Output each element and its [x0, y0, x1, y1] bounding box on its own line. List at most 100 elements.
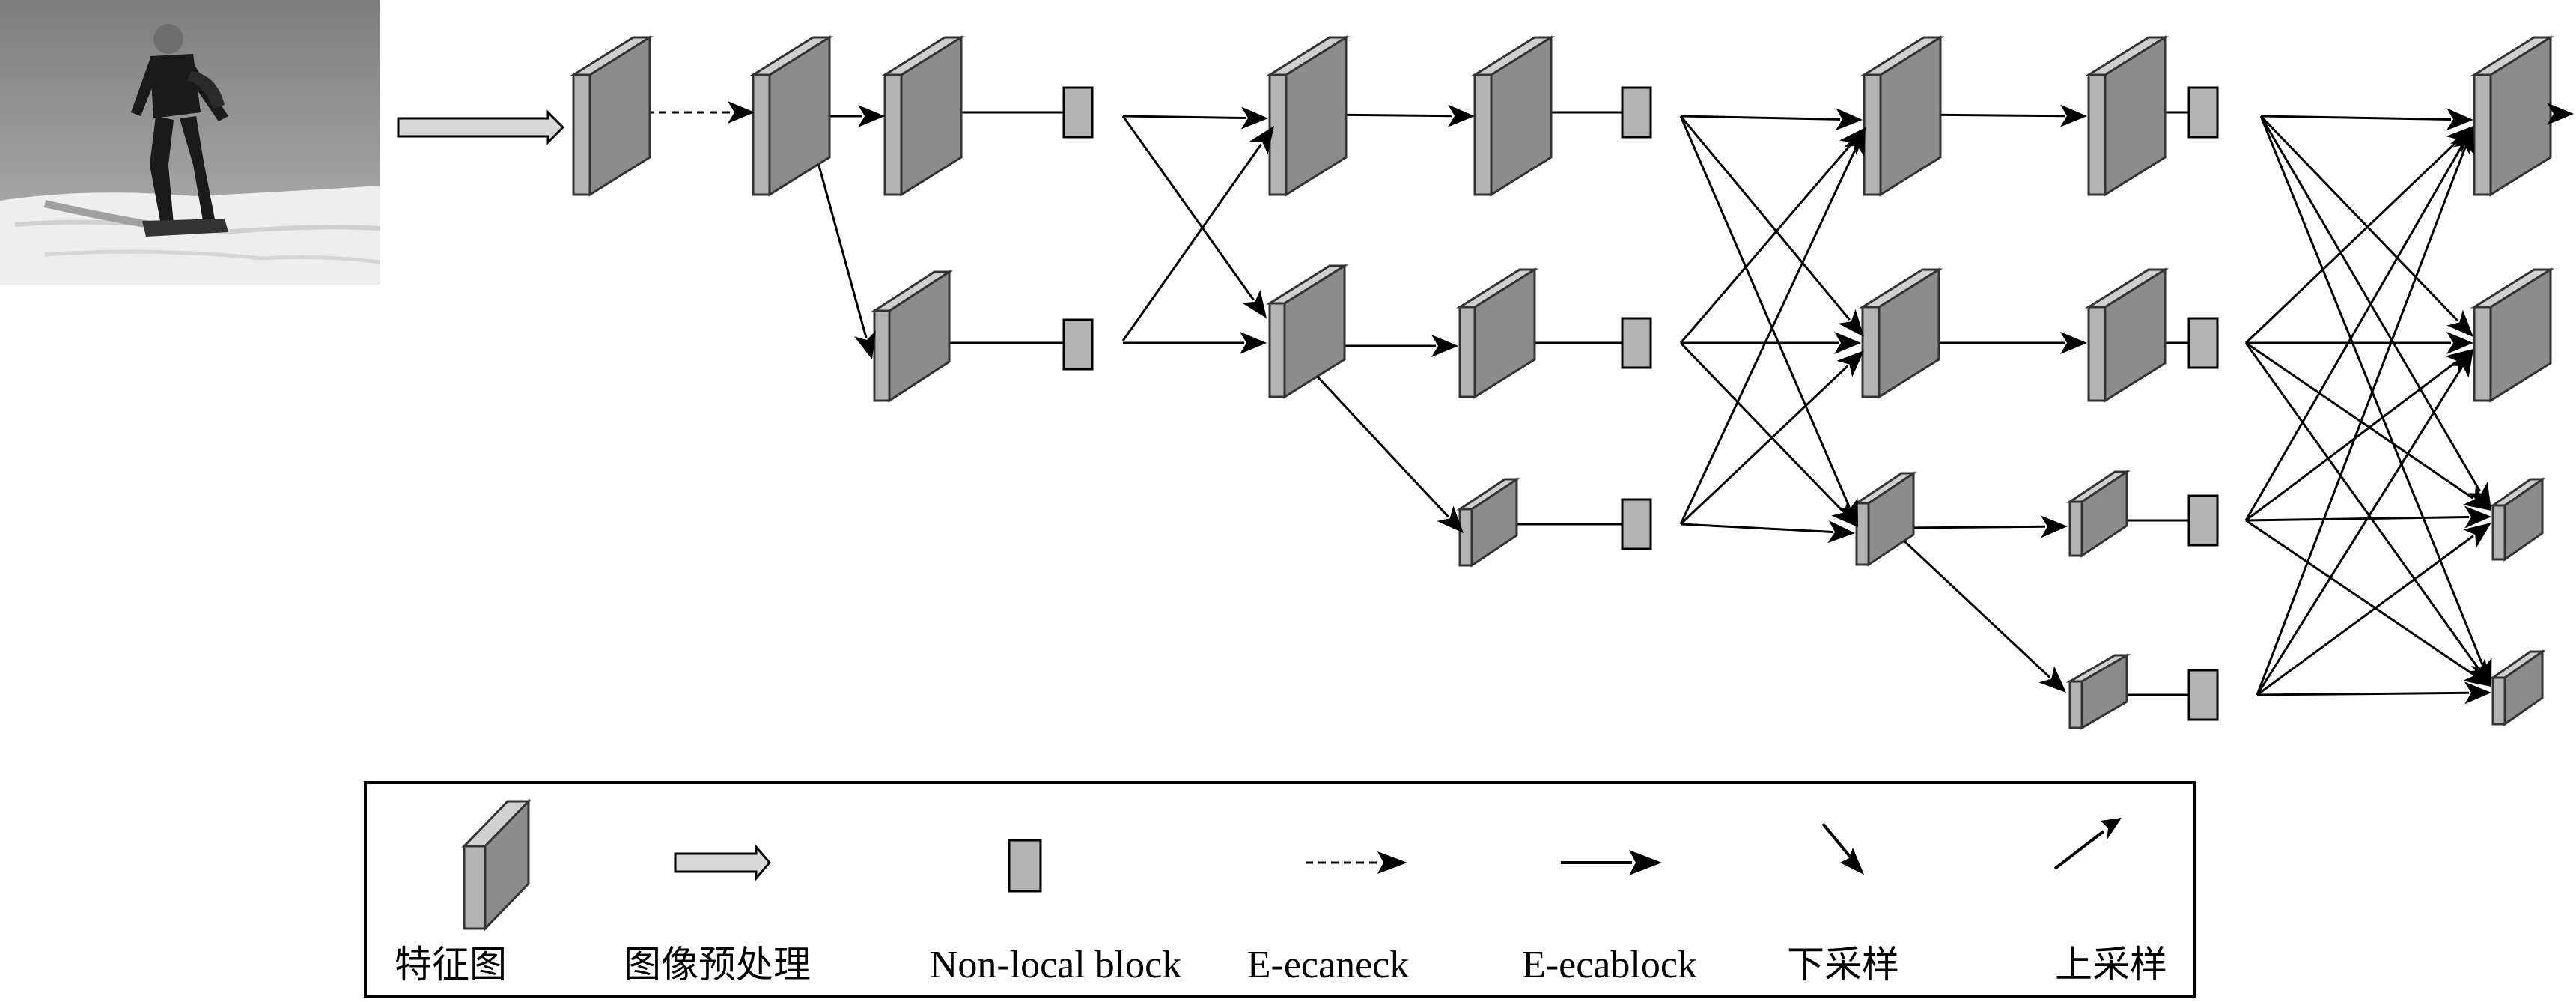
s3-fuse-3-1	[2256, 367, 2463, 696]
network-blocks	[569, 35, 2555, 730]
s2-fuse-0-0	[1680, 115, 1841, 121]
legend-feature-map-icon	[461, 798, 532, 932]
downsample-s3-b3-to-b4-head	[2038, 666, 2066, 693]
s3-b2-in-to-out-head	[2060, 332, 2087, 354]
s2-fuse-2-1	[1679, 365, 1849, 526]
s3-fuse-2-0	[2244, 145, 2464, 521]
s3-fuse-2-1	[2245, 361, 2456, 522]
s3-fuse-1-3	[2244, 342, 2479, 669]
s3-fuse-3-0-head	[2453, 126, 2475, 155]
feature-map-stem-1	[569, 35, 654, 197]
legend: 特征图 图像预处理 Non-local block E-ecaneck E-ec…	[364, 781, 2196, 998]
s3-fuse-1-1-head	[2446, 332, 2473, 354]
nonlocal-s2-b1	[1621, 86, 1652, 139]
legend-nonlocal-label: Non-local block	[930, 944, 1181, 986]
downsample-stem-to-s1-b2-head	[854, 330, 876, 359]
s3-b3-in-to-out-head	[2040, 515, 2068, 538]
legend-e-ecablock-icon	[1561, 850, 1662, 875]
feature-map-s2-b2-in	[1265, 264, 1349, 399]
s1-nl1-to-s2-b1	[1122, 115, 1246, 120]
s3-fuse-3-2	[2256, 535, 2474, 696]
input-photo	[0, 0, 381, 285]
feature-map-s3-b2-in	[1858, 267, 1943, 399]
output-arrow-head	[2547, 103, 2574, 125]
s3-fuse-3-0	[2256, 146, 2467, 696]
nonlocal-s3-b1	[2187, 86, 2219, 139]
preprocessing-arrow	[397, 109, 565, 145]
s2-fuse-1-2-head	[1831, 500, 1858, 527]
feature-map-out-b4	[2489, 649, 2546, 726]
s3-fuse-1-0	[2244, 140, 2458, 344]
feature-map-out-b3	[2489, 477, 2546, 562]
feature-map-out-b2	[2470, 267, 2555, 403]
s3-fuse-0-0	[2260, 115, 2452, 121]
s2-b1-in-to-out-head	[1447, 104, 1475, 127]
legend-downsample-icon	[1821, 822, 1864, 875]
nonlocal-s1-b1	[1062, 86, 1094, 139]
feature-map-s1-b2	[870, 270, 954, 403]
connection-lines	[595, 111, 2551, 696]
s2-fuse-2-1-head	[1836, 350, 1864, 377]
s2-fuse-0-2	[1679, 115, 1851, 508]
legend-e-ecaneck-label: E-ecaneck	[1247, 944, 1409, 986]
feature-map-s3-b1-in	[1860, 35, 1945, 197]
s2-fuse-2-0-head	[1844, 127, 1866, 157]
feature-map-s3-b3-out	[2066, 470, 2131, 558]
s2-fuse-2-2-head	[1827, 520, 1855, 544]
feature-map-stem-2	[749, 35, 834, 197]
feature-map-s3-b3-in	[1853, 471, 1917, 567]
legend-upsample-label: 上采样	[2055, 943, 2167, 986]
nonlocal-s1-b2	[1062, 318, 1094, 371]
legend-feature-map-label: 特征图	[395, 943, 507, 986]
feature-map-s2-b2-out	[1455, 267, 1539, 399]
s3-fuse-1-2	[2245, 341, 2474, 500]
s3-fuse-3-3-head	[2464, 681, 2491, 705]
legend-upsample-icon	[2053, 818, 2122, 870]
legend-preprocessing-label: 图像预处理	[624, 943, 811, 986]
s3-fuse-3-2-head	[2463, 523, 2491, 548]
feature-map-s2-b1-in	[1265, 35, 1351, 197]
nonlocal-s2-b3	[1621, 498, 1652, 550]
s3-b1-in-to-out-head	[2059, 104, 2087, 127]
s3-fuse-3-1-head	[2449, 349, 2473, 378]
legend-downsample-label: 下采样	[1787, 943, 1899, 986]
downsample-s3-b3-to-b4	[1889, 526, 2051, 678]
s1-nl1-to-s2-b2	[1121, 115, 1255, 301]
s3-fuse-0-1-head	[2446, 309, 2473, 337]
legend-frame	[364, 781, 2196, 998]
s2-b2-in-to-out-head	[1431, 335, 1458, 357]
s3-fuse-1-2-head	[2462, 486, 2491, 511]
nonlocal-s2-b2	[1621, 317, 1652, 369]
feature-map-s1-b1	[880, 35, 966, 197]
feature-map-s2-b1-out	[1470, 35, 1556, 197]
s2-fuse-2-0	[1679, 147, 1857, 525]
snowboarder-figure	[131, 24, 228, 237]
nonlocal-s3-b2	[2187, 317, 2219, 369]
s1-nl2-to-s2-b1-head	[1249, 126, 1274, 155]
legend-preprocessing-icon	[674, 843, 771, 882]
legend-nonlocal-icon	[1008, 839, 1042, 893]
s2-fuse-0-1	[1679, 115, 1851, 321]
nonlocal-s3-b3	[2187, 494, 2219, 547]
e-ecaneck-arrow-head	[728, 101, 755, 124]
stem-to-s1-b1-head	[858, 105, 885, 127]
legend-e-ecablock-label: E-ecablock	[1522, 944, 1697, 986]
s1-nl2-to-s2-b2-head	[1240, 332, 1267, 354]
s3-fuse-2-3-head	[2462, 662, 2491, 687]
s1-nl1-to-s2-b1-head	[1240, 106, 1268, 130]
s2-fuse-0-1-head	[1838, 309, 1864, 337]
s1-nl1-to-s2-b2-head	[1241, 289, 1267, 318]
feature-map-out-b1	[2470, 35, 2555, 197]
feature-map-s3-b4-out	[2065, 653, 2131, 730]
s1-nl2-to-s2-b1	[1121, 143, 1262, 341]
s3-fuse-2-3	[2245, 519, 2473, 675]
s2-fuse-0-0-head	[1835, 108, 1863, 131]
legend-e-ecaneck-icon	[1306, 851, 1407, 874]
downsample-s2-b2-to-b3-head	[1437, 505, 1464, 533]
s2-fuse-1-2	[1679, 341, 1844, 512]
s3-b3-in-to-out	[1904, 525, 2046, 529]
nonlocal-s3-b4	[2187, 669, 2219, 721]
feature-map-s2-b3-out	[1456, 477, 1520, 568]
s2-fuse-1-0	[1679, 143, 1852, 344]
